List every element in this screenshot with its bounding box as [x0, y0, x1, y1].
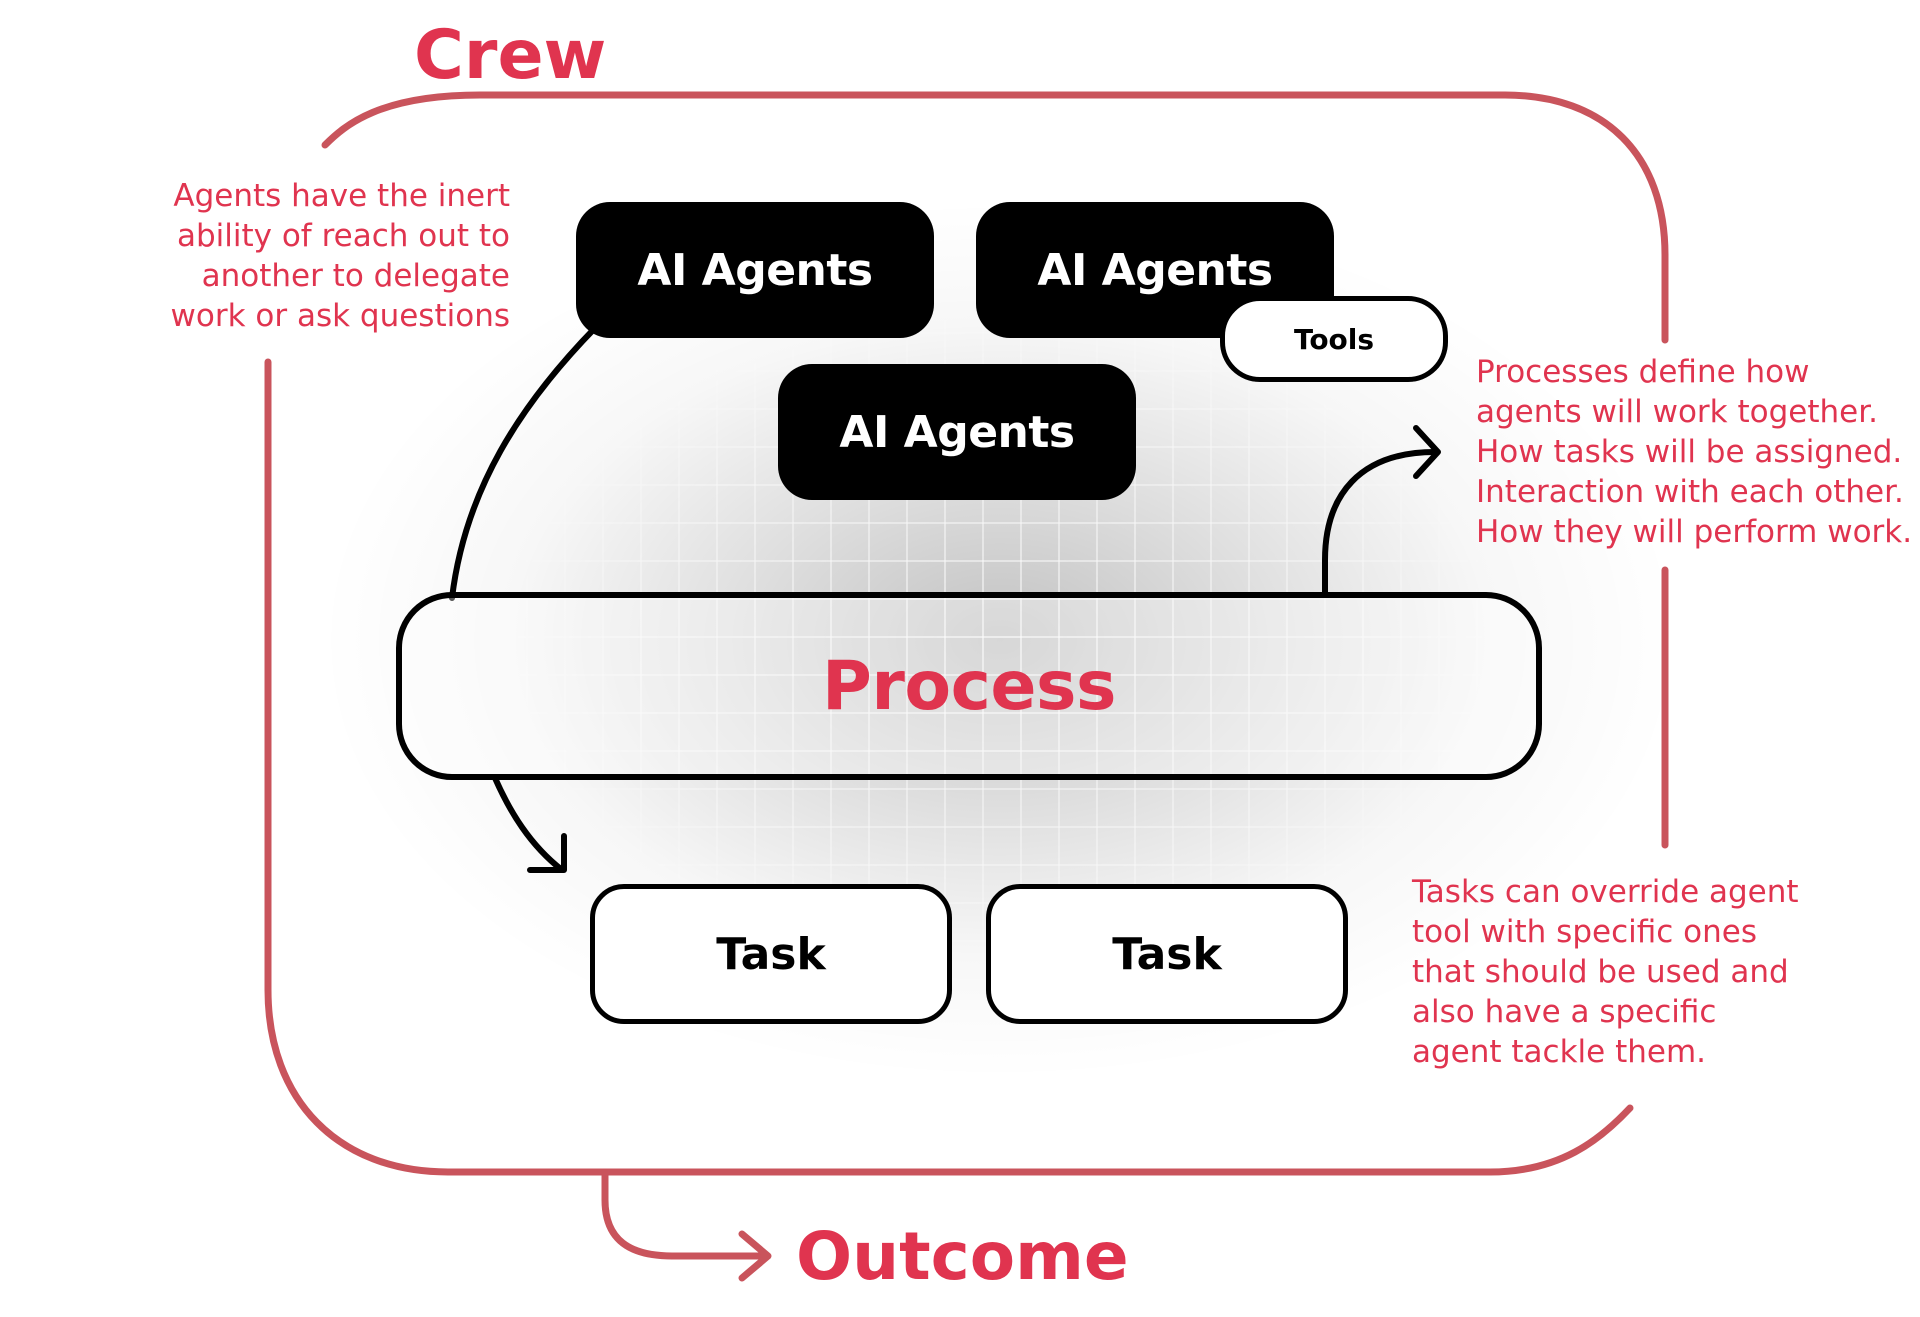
process-out-arrow	[1322, 449, 1438, 597]
note-line: also have a specific	[1412, 994, 1717, 1030]
tools-box: Tools	[1220, 296, 1448, 382]
note-line: agents will work together.	[1476, 394, 1878, 430]
process-to-task-arrowhead	[527, 833, 567, 873]
crew-frame	[264, 358, 1634, 1176]
task-box: Task	[986, 884, 1348, 1024]
note-line: Agents have the inert	[173, 178, 510, 214]
crew-frame	[321, 91, 1669, 344]
process-note: Processes define how agents will work to…	[1476, 352, 1916, 552]
process-box: Process	[396, 592, 1542, 780]
note-line: work or ask questions	[170, 298, 510, 334]
process-out-arrowhead	[1413, 425, 1441, 479]
tasks-note: Tasks can override agent tool with speci…	[1412, 872, 1832, 1072]
note-line: agent tackle them.	[1412, 1034, 1707, 1070]
note-line: another to delegate	[201, 258, 510, 294]
ai-agent-box: AI Agents	[778, 364, 1136, 500]
outcome-arrow	[601, 1168, 769, 1260]
ai-agent-box: AI Agents	[576, 202, 934, 338]
note-line: Processes define how	[1476, 354, 1810, 390]
crew-title: Crew	[414, 16, 607, 95]
note-line: How tasks will be assigned.	[1476, 434, 1903, 470]
note-line: How they will perform work.	[1476, 514, 1913, 550]
process-to-task-arrow	[492, 775, 565, 873]
delegation-arrow	[449, 325, 598, 601]
note-line: that should be used and	[1412, 954, 1789, 990]
note-line: Interaction with each other.	[1476, 474, 1904, 510]
note-line: Tasks can override agent	[1412, 874, 1799, 910]
outcome-arrowhead	[738, 1230, 772, 1282]
note-line: ability of reach out to	[176, 218, 510, 254]
note-line: tool with specific ones	[1412, 914, 1757, 950]
task-box: Task	[590, 884, 952, 1024]
agents-note: Agents have the inert ability of reach o…	[150, 176, 510, 336]
outcome-title: Outcome	[796, 1218, 1129, 1295]
